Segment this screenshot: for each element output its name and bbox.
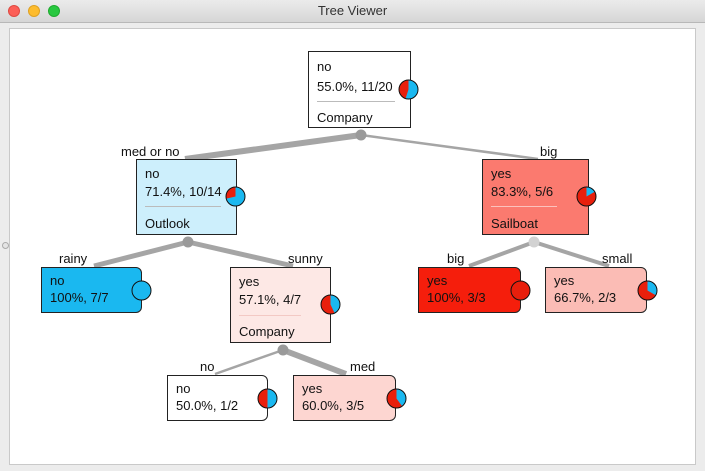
node-value: yes [302,381,323,396]
edge-label-med-or-no: med or no [121,144,180,159]
tree-node-small-leaf[interactable]: yes 66.7%, 2/3 [545,267,647,313]
node-value: yes [554,273,575,288]
junction-left[interactable] [182,236,194,248]
pie-outline [637,280,658,301]
node-stats: 55.0%, 11/20 [317,79,393,94]
node-value: no [317,59,332,74]
pie-slice-no [330,295,340,314]
pie-outline [576,186,597,207]
edge-root-left [184,132,362,162]
node-stats: 100%, 3/3 [427,290,486,305]
pie-background [132,281,151,300]
edge-label-sunny: sunny [288,251,323,266]
minimize-button[interactable] [28,5,40,17]
tree-node-big-leaf[interactable]: yes 100%, 3/3 [418,267,521,313]
node-value: yes [239,274,260,289]
edge-root-right [360,133,539,161]
node-value: yes [491,166,512,181]
node-stats: 57.1%, 4/7 [239,292,302,307]
tree-edges [93,129,610,377]
pie-outline [510,280,531,301]
tree-node-sailboat[interactable]: yes 83.3%, 5/6 Sailboat [482,159,589,235]
node-stats: 83.3%, 5/6 [491,184,554,199]
pie-slice-no [405,80,418,99]
edge-left-sunny [187,239,294,269]
node-stats: 60.0%, 3/5 [302,398,365,413]
edge-label-big-leaf: big [447,251,465,266]
junction-right[interactable] [528,236,540,248]
node-stats: 50.0%, 1/2 [176,398,239,413]
node-value: yes [427,273,448,288]
tree-node-rainy-leaf[interactable]: no 100%, 7/7 [41,267,142,313]
node-value: no [50,273,65,288]
tree-node-root[interactable]: no 55.0%, 11/20 Company [308,51,411,128]
edge-right-big [468,240,535,268]
pie-outline [257,388,278,409]
edge-sunny-no [214,348,284,376]
pie-outline [398,79,419,100]
window-title: Tree Viewer [317,3,388,18]
distribution-pie-root [398,79,419,100]
distribution-pie-outlook [225,186,246,207]
node-value: no [145,166,160,181]
node-split-attribute: Company [239,324,295,339]
pie-outline [320,294,341,315]
tree-node-outlook[interactable]: no 71.4%, 10/14 Outlook [136,159,237,235]
node-divider [317,101,395,102]
close-button[interactable] [8,5,20,17]
edge-label-no: no [200,359,215,374]
tree-canvas: med or no big rainy sunny big small no m… [9,28,696,465]
edge-label-big: big [540,144,558,159]
pie-background [511,281,530,300]
junction-root[interactable] [355,129,367,141]
node-stats: 71.4%, 10/14 [145,184,222,199]
edge-right-small [533,240,610,268]
node-value: no [176,381,191,396]
node-split-attribute: Sailboat [491,216,538,231]
node-divider [239,315,301,316]
tree-node-med-leaf[interactable]: yes 60.0%, 3/5 [293,375,396,421]
pie-slice-no [396,389,406,407]
node-stats: 100%, 7/7 [50,290,109,305]
distribution-pie-big [510,280,531,301]
node-split-attribute: Outlook [145,216,190,231]
title-bar: Tree Viewer [0,0,705,23]
edge-label-small: small [602,251,633,266]
node-stats: 66.7%, 2/3 [554,290,617,305]
edge-sunny-med [281,347,348,377]
pie-slice-no [267,389,277,408]
pie-outline [386,388,407,409]
pie-outline [131,280,152,301]
edge-left-rainy [93,239,189,269]
pie-outline [225,186,246,207]
distribution-pie-sailboat [576,186,597,207]
distribution-pie-med [386,388,407,409]
splitter-handle[interactable] [2,242,9,249]
distribution-pie-small [637,280,658,301]
node-divider [491,206,557,207]
tree-node-sunny[interactable]: yes 57.1%, 4/7 Company [230,267,331,343]
distribution-pie-no [257,388,278,409]
zoom-button[interactable] [48,5,60,17]
distribution-pie-sunny [320,294,341,315]
node-divider [145,206,221,207]
edge-label-rainy: rainy [59,251,88,266]
pie-slice-no [226,187,245,206]
node-split-attribute: Company [317,110,373,125]
tree-node-no-leaf[interactable]: no 50.0%, 1/2 [167,375,268,421]
edge-label-med: med [350,359,376,374]
junction-sunny[interactable] [277,344,289,356]
distribution-pie-rainy [131,280,152,301]
